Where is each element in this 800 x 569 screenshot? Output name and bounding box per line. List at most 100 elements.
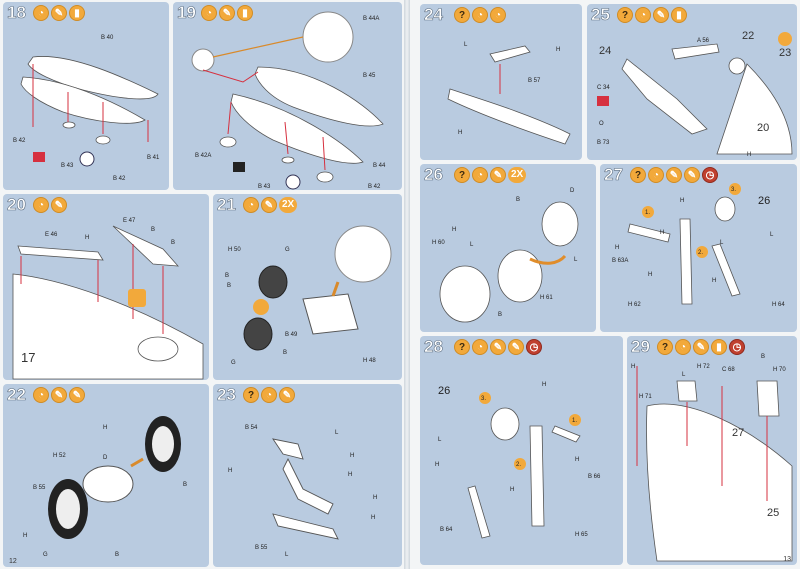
step-reference: 20 bbox=[757, 122, 769, 134]
glue-tube-icon: ▮ bbox=[237, 5, 253, 21]
callout-number: 1. bbox=[572, 418, 577, 424]
step-reference: 24 bbox=[599, 45, 611, 57]
step-25-panel: 25 ? ◔ ✎ ▮ A 56 C 34 B 73 H O 22 23 24 2… bbox=[587, 4, 797, 160]
paint-callout bbox=[33, 152, 45, 162]
step-icons: ? ◔ ✎ 2X bbox=[454, 167, 527, 183]
paint-brush-icon: ✎ bbox=[51, 5, 67, 21]
part-label: H 70 bbox=[773, 367, 786, 373]
step-number: 18 bbox=[7, 3, 27, 23]
step-number: 22 bbox=[7, 385, 27, 405]
step-reference: 27 bbox=[732, 427, 744, 439]
part-label: H bbox=[631, 364, 635, 370]
part-label: B 55 bbox=[255, 545, 268, 551]
part-label: O bbox=[599, 121, 604, 127]
part-label: B 64 bbox=[440, 527, 453, 533]
paint-brush-icon: ✎ bbox=[490, 167, 506, 183]
part-label: B 63A bbox=[612, 258, 628, 264]
step-20-drawing: E 46 H E 47 B B 17 bbox=[12, 218, 204, 380]
part-label: G bbox=[43, 552, 48, 558]
part-label: B 66 bbox=[588, 474, 601, 480]
question-icon: ? bbox=[617, 7, 633, 23]
callout-number: 2. bbox=[516, 462, 521, 468]
question-icon: ? bbox=[454, 167, 470, 183]
part-label: H bbox=[712, 278, 716, 284]
step-number: 23 bbox=[217, 385, 237, 405]
part-label: H bbox=[615, 245, 619, 251]
part-label: H bbox=[575, 457, 579, 463]
glue-tube-icon: ▮ bbox=[671, 7, 687, 23]
part-label: H bbox=[23, 533, 27, 539]
glue-icon: ◔ bbox=[33, 387, 49, 403]
step-number: 21 bbox=[217, 195, 237, 215]
step-number: 27 bbox=[604, 165, 624, 185]
step-29-panel: 29 ? ◔ ✎ ▮ ◷ H L H 72 C 68 B H 70 H 71 2… bbox=[627, 336, 797, 565]
step-reference: 26 bbox=[758, 195, 770, 207]
glue-icon: ◔ bbox=[472, 7, 488, 23]
part-label: C 34 bbox=[597, 85, 610, 91]
part-label: B 55 bbox=[33, 485, 46, 491]
part-label: B 45 bbox=[363, 73, 376, 79]
step-number: 20 bbox=[7, 195, 27, 215]
part-label: B bbox=[516, 197, 520, 203]
glue-icon: ◔ bbox=[201, 5, 217, 21]
glue-icon: ◔ bbox=[490, 7, 506, 23]
part-label: H bbox=[648, 272, 652, 278]
part-label: E 47 bbox=[123, 218, 136, 224]
part-label: B 44 bbox=[373, 163, 386, 169]
step-27-drawing: 26 3. H 1. H H L B 63A H 2. H L H 62 H 6… bbox=[612, 183, 785, 308]
glue-icon: ◔ bbox=[261, 387, 277, 403]
step-icons: ? ◔ ✎ ▮ ◷ bbox=[657, 339, 745, 355]
part-label: B 43 bbox=[258, 184, 271, 190]
part-label: B 40 bbox=[101, 35, 114, 41]
step-number: 24 bbox=[424, 5, 444, 25]
part-label: H bbox=[435, 462, 439, 468]
part-label: H bbox=[660, 230, 664, 236]
part-label: H bbox=[747, 152, 751, 158]
part-label: H 65 bbox=[575, 532, 588, 538]
part-label: H 52 bbox=[53, 453, 66, 459]
part-label: H 64 bbox=[772, 302, 785, 308]
part-label: B 41 bbox=[147, 155, 160, 161]
glue-tube-icon: ▮ bbox=[711, 339, 727, 355]
page-number: 12 bbox=[9, 558, 17, 565]
part-label: B 43 bbox=[61, 163, 74, 169]
part-label: L bbox=[720, 240, 724, 246]
part-label: L bbox=[470, 242, 474, 248]
part-label: B 73 bbox=[597, 140, 610, 146]
part-label: B bbox=[761, 354, 765, 360]
part-label: H bbox=[510, 487, 514, 493]
plastic-color-callout bbox=[233, 162, 245, 172]
part-label: C 68 bbox=[722, 367, 735, 373]
step-icons: ? ◔ ✎ ✎ ◷ bbox=[630, 167, 718, 183]
decal-callout bbox=[128, 289, 146, 307]
step-reference: 23 bbox=[779, 47, 791, 59]
page-gutter bbox=[404, 0, 410, 569]
part-label: H bbox=[85, 235, 89, 241]
callout-number: 1. bbox=[645, 210, 650, 216]
part-label: H bbox=[542, 382, 546, 388]
step-28-drawing: 26 3. H 1. L H H 2. H B 66 B 64 H 65 bbox=[435, 382, 601, 539]
part-label: H bbox=[350, 453, 354, 459]
step-24-drawing: L H B 57 H bbox=[447, 42, 571, 145]
part-label: B 49 bbox=[285, 332, 298, 338]
step-icons: ◔ ✎ bbox=[33, 197, 67, 213]
part-label: H bbox=[348, 472, 352, 478]
glue-icon: ◔ bbox=[648, 167, 664, 183]
step-29-drawing: H L H 72 C 68 B H 70 H 71 27 25 bbox=[631, 354, 793, 562]
part-label: L bbox=[770, 232, 774, 238]
step-20-panel: 20 ◔ ✎ E 46 H E 47 B B 17 bbox=[3, 194, 209, 380]
part-label: H 61 bbox=[540, 295, 553, 301]
step-27-panel: 27 ? ◔ ✎ ✎ ◷ 26 3. H 1. H H L B 63A H 2.… bbox=[600, 164, 797, 332]
part-label: H 72 bbox=[697, 364, 710, 370]
part-label: A 56 bbox=[697, 38, 710, 44]
multiplier-badge: 2X bbox=[508, 167, 527, 183]
paint-brush-icon: ✎ bbox=[508, 339, 524, 355]
step-number: 25 bbox=[591, 5, 611, 25]
step-number: 29 bbox=[631, 337, 651, 357]
step-22-panel: 22 ◔ ✎ ✎ H D H 52 B 55 H G B B 12 bbox=[3, 384, 209, 567]
paint-brush-icon: ✎ bbox=[693, 339, 709, 355]
paint-brush-icon: ✎ bbox=[684, 167, 700, 183]
part-label: L bbox=[438, 437, 442, 443]
step-icons: ◔ ✎ ▮ bbox=[201, 5, 253, 21]
step-icons: ? ◔ ✎ ▮ bbox=[617, 7, 687, 23]
